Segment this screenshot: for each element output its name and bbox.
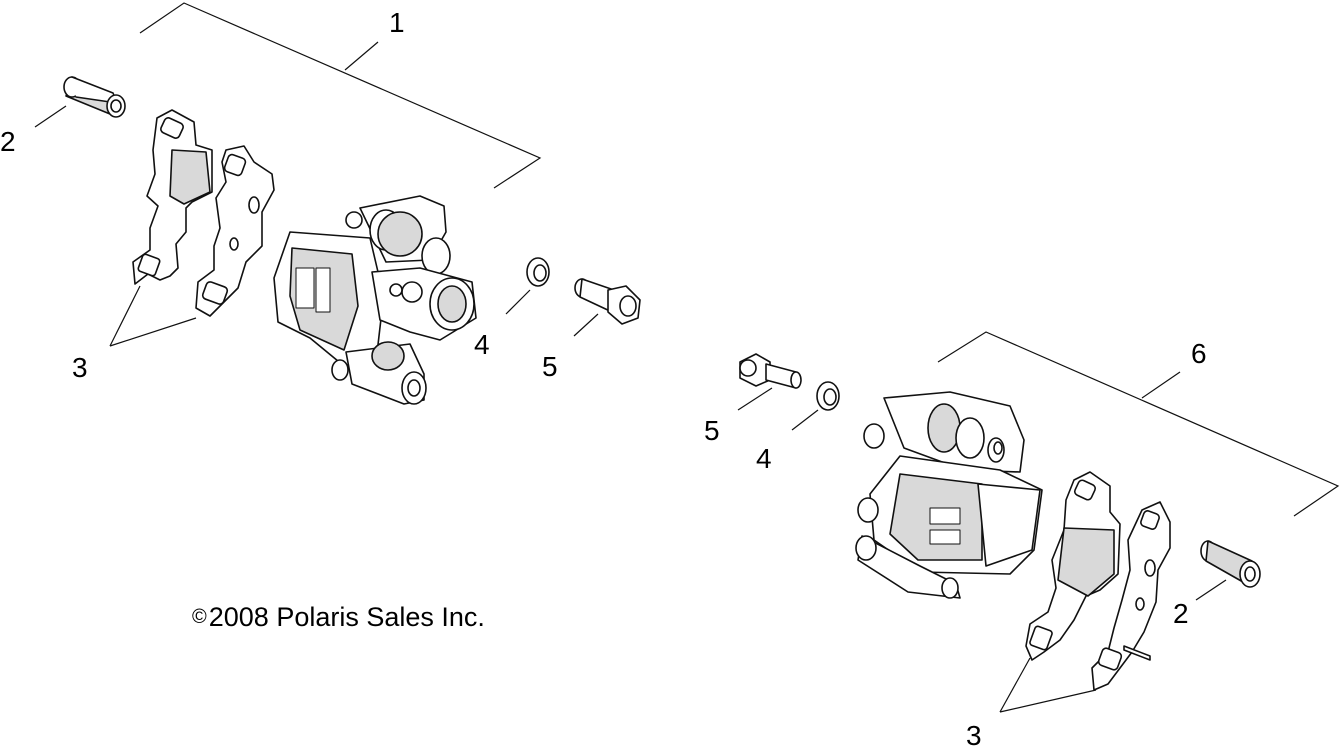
callout-2-right: 2	[1173, 598, 1189, 629]
caliper-left	[273, 195, 477, 405]
assembly-bracket-left	[139, 2, 542, 189]
callout-4-left: 4	[474, 329, 490, 360]
brake-pad-left-outer	[195, 145, 275, 317]
bushing-right	[1200, 540, 1261, 588]
copyright-symbol: ©	[192, 606, 207, 628]
copyright-text: 2008 Polaris Sales Inc.	[208, 602, 485, 632]
bushing-left	[63, 76, 126, 118]
callout-5-right: 5	[704, 415, 720, 446]
brake-pad-left-inner	[132, 109, 213, 285]
washer-left	[526, 257, 550, 287]
callout-5-left: 5	[542, 351, 558, 382]
callout-2-left: 2	[0, 126, 16, 157]
callout-1: 1	[389, 7, 405, 38]
callout-4-right: 4	[756, 443, 772, 474]
brake-pad-right-outer	[1091, 501, 1171, 691]
callout-6: 6	[1191, 338, 1207, 369]
copyright-notice: ©2008 Polaris Sales Inc.	[192, 602, 485, 633]
brake-pad-right-inner	[1025, 471, 1121, 661]
callout-3-right: 3	[966, 720, 982, 749]
bolt-left	[574, 278, 641, 325]
callout-3-left: 3	[72, 352, 88, 383]
assembly-bracket-right	[937, 331, 1340, 517]
caliper-right	[855, 391, 1043, 599]
bolt-right	[739, 353, 802, 389]
washer-right	[816, 381, 840, 411]
